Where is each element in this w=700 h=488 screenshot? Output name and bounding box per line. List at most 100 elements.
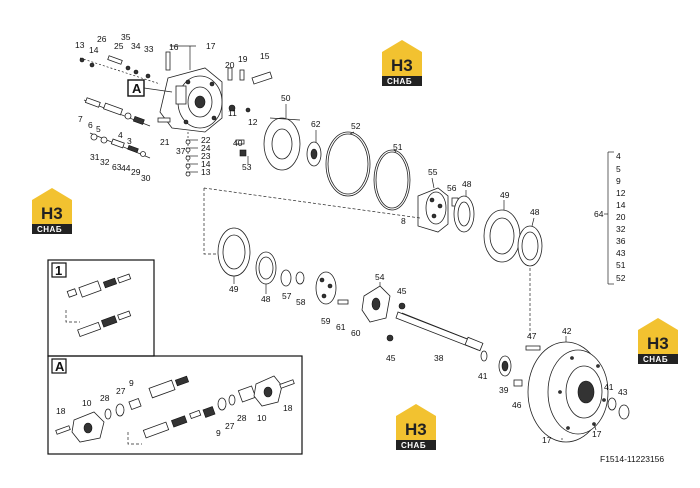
svg-text:CHAБ: CHAБ: [387, 77, 412, 86]
callout: 47: [527, 331, 537, 341]
callout: 59: [321, 316, 331, 326]
kit-item: 5: [616, 164, 621, 174]
callout: 55: [428, 167, 438, 177]
callout: 48: [261, 294, 271, 304]
callout: 56: [447, 183, 457, 193]
seal-48-lower: [255, 251, 277, 285]
callout: 9: [129, 378, 134, 388]
callout: 31: [90, 152, 100, 162]
kit-item: 52: [616, 273, 626, 283]
svg-text:H3: H3: [391, 56, 413, 75]
callout: 48: [530, 207, 540, 217]
callout: 10: [82, 398, 92, 408]
callout: 4: [118, 130, 123, 140]
svg-text:A: A: [55, 359, 65, 374]
callout: 14: [201, 159, 211, 169]
kit-item: 36: [616, 236, 626, 246]
callout: 41: [604, 382, 614, 392]
kit-item: 14: [616, 200, 626, 210]
plate-49-upper: [483, 209, 521, 263]
callout: 46: [512, 400, 522, 410]
valve-parts-left: [83, 97, 151, 159]
dashed-frame: [203, 188, 224, 255]
watermark-logo-left: H3 CHAБ: [32, 188, 72, 234]
svg-text:CHAБ: CHAБ: [401, 441, 426, 450]
kit-item: 12: [616, 188, 626, 198]
kit-item: 32: [616, 224, 626, 234]
kit-item: 4: [616, 151, 621, 161]
watermark-logo-top: H3 CHAБ: [382, 40, 422, 86]
svg-text:1: 1: [55, 263, 62, 278]
callout: 53: [242, 162, 252, 172]
callout: 19: [238, 54, 248, 64]
kit-item: 51: [616, 260, 626, 270]
callout: 23: [201, 151, 211, 161]
callout: 50: [281, 93, 291, 103]
callout: 13: [201, 167, 211, 177]
callout: 45: [397, 286, 407, 296]
callout: 33: [144, 44, 154, 54]
callout: 11: [228, 108, 237, 118]
watermark-logo-bottom: H3 CHAБ: [396, 404, 436, 450]
callout: 27: [116, 386, 126, 396]
watermark-logo-right: H3 CHAБ: [638, 318, 678, 364]
bearing-39: [498, 355, 512, 377]
cylinder-block-55: [417, 187, 459, 233]
callout: 41: [478, 371, 488, 381]
bolt-46: [513, 379, 523, 387]
shaft-38: [395, 311, 484, 352]
callout: 49: [500, 190, 510, 200]
callout: 6: [88, 120, 93, 130]
callout: 22: [201, 135, 211, 145]
hub-42: [527, 341, 609, 443]
callout: 5: [96, 124, 101, 134]
callout: 51: [393, 142, 403, 152]
seal-48-right: [517, 225, 543, 267]
callout: 37: [176, 146, 186, 156]
callout: 38: [434, 353, 444, 363]
callout: 28: [100, 393, 110, 403]
callout: 12: [248, 117, 258, 127]
o-ring-52: [325, 131, 371, 197]
callout: 3: [127, 136, 132, 146]
view-a-marker: A: [127, 79, 173, 97]
callout: 18: [283, 403, 293, 413]
callout: 39: [499, 385, 509, 395]
swash-support-54: [361, 285, 406, 342]
callout: 57: [282, 291, 292, 301]
kit-item: 20: [616, 212, 626, 222]
svg-text:H3: H3: [405, 420, 427, 439]
callout: 29: [131, 167, 141, 177]
callout: 54: [375, 272, 385, 282]
washer-57-58: [280, 269, 305, 287]
ring-41-43: [607, 397, 630, 420]
callout: 8: [401, 216, 406, 226]
callout: 13: [75, 40, 85, 50]
callout: 45: [386, 353, 396, 363]
callout: 25: [114, 41, 124, 51]
callout: 21: [160, 137, 170, 147]
callout: 26: [97, 34, 107, 44]
callout: 20: [225, 60, 235, 70]
callout: 52: [351, 121, 361, 131]
callout: 35: [121, 32, 131, 42]
callout: 34: [131, 41, 141, 51]
kit-item: 9: [616, 176, 621, 186]
drawing-reference: F1514-11223156: [600, 454, 664, 464]
callout: 61: [336, 322, 346, 332]
callout-numbers: 13 14 26 25 35 34 33 16 17 20 19 15 7 6 …: [56, 32, 628, 445]
callout: 44: [121, 163, 131, 173]
o-ring-51: [373, 149, 411, 211]
svg-text:CHAБ: CHAБ: [643, 355, 668, 364]
callout: 10: [257, 413, 267, 423]
callout: 16: [169, 42, 179, 52]
callout: 27: [225, 421, 235, 431]
svg-text:H3: H3: [41, 204, 63, 223]
kit-64-bracket: 64 4 5 9 12 14 20 32 36 43 51 52: [594, 151, 626, 285]
callout: 7: [78, 114, 83, 124]
callout: 17: [592, 429, 602, 439]
callout: 49: [229, 284, 239, 294]
callout: 28: [237, 413, 247, 423]
inset-box-1: 1: [47, 259, 155, 357]
